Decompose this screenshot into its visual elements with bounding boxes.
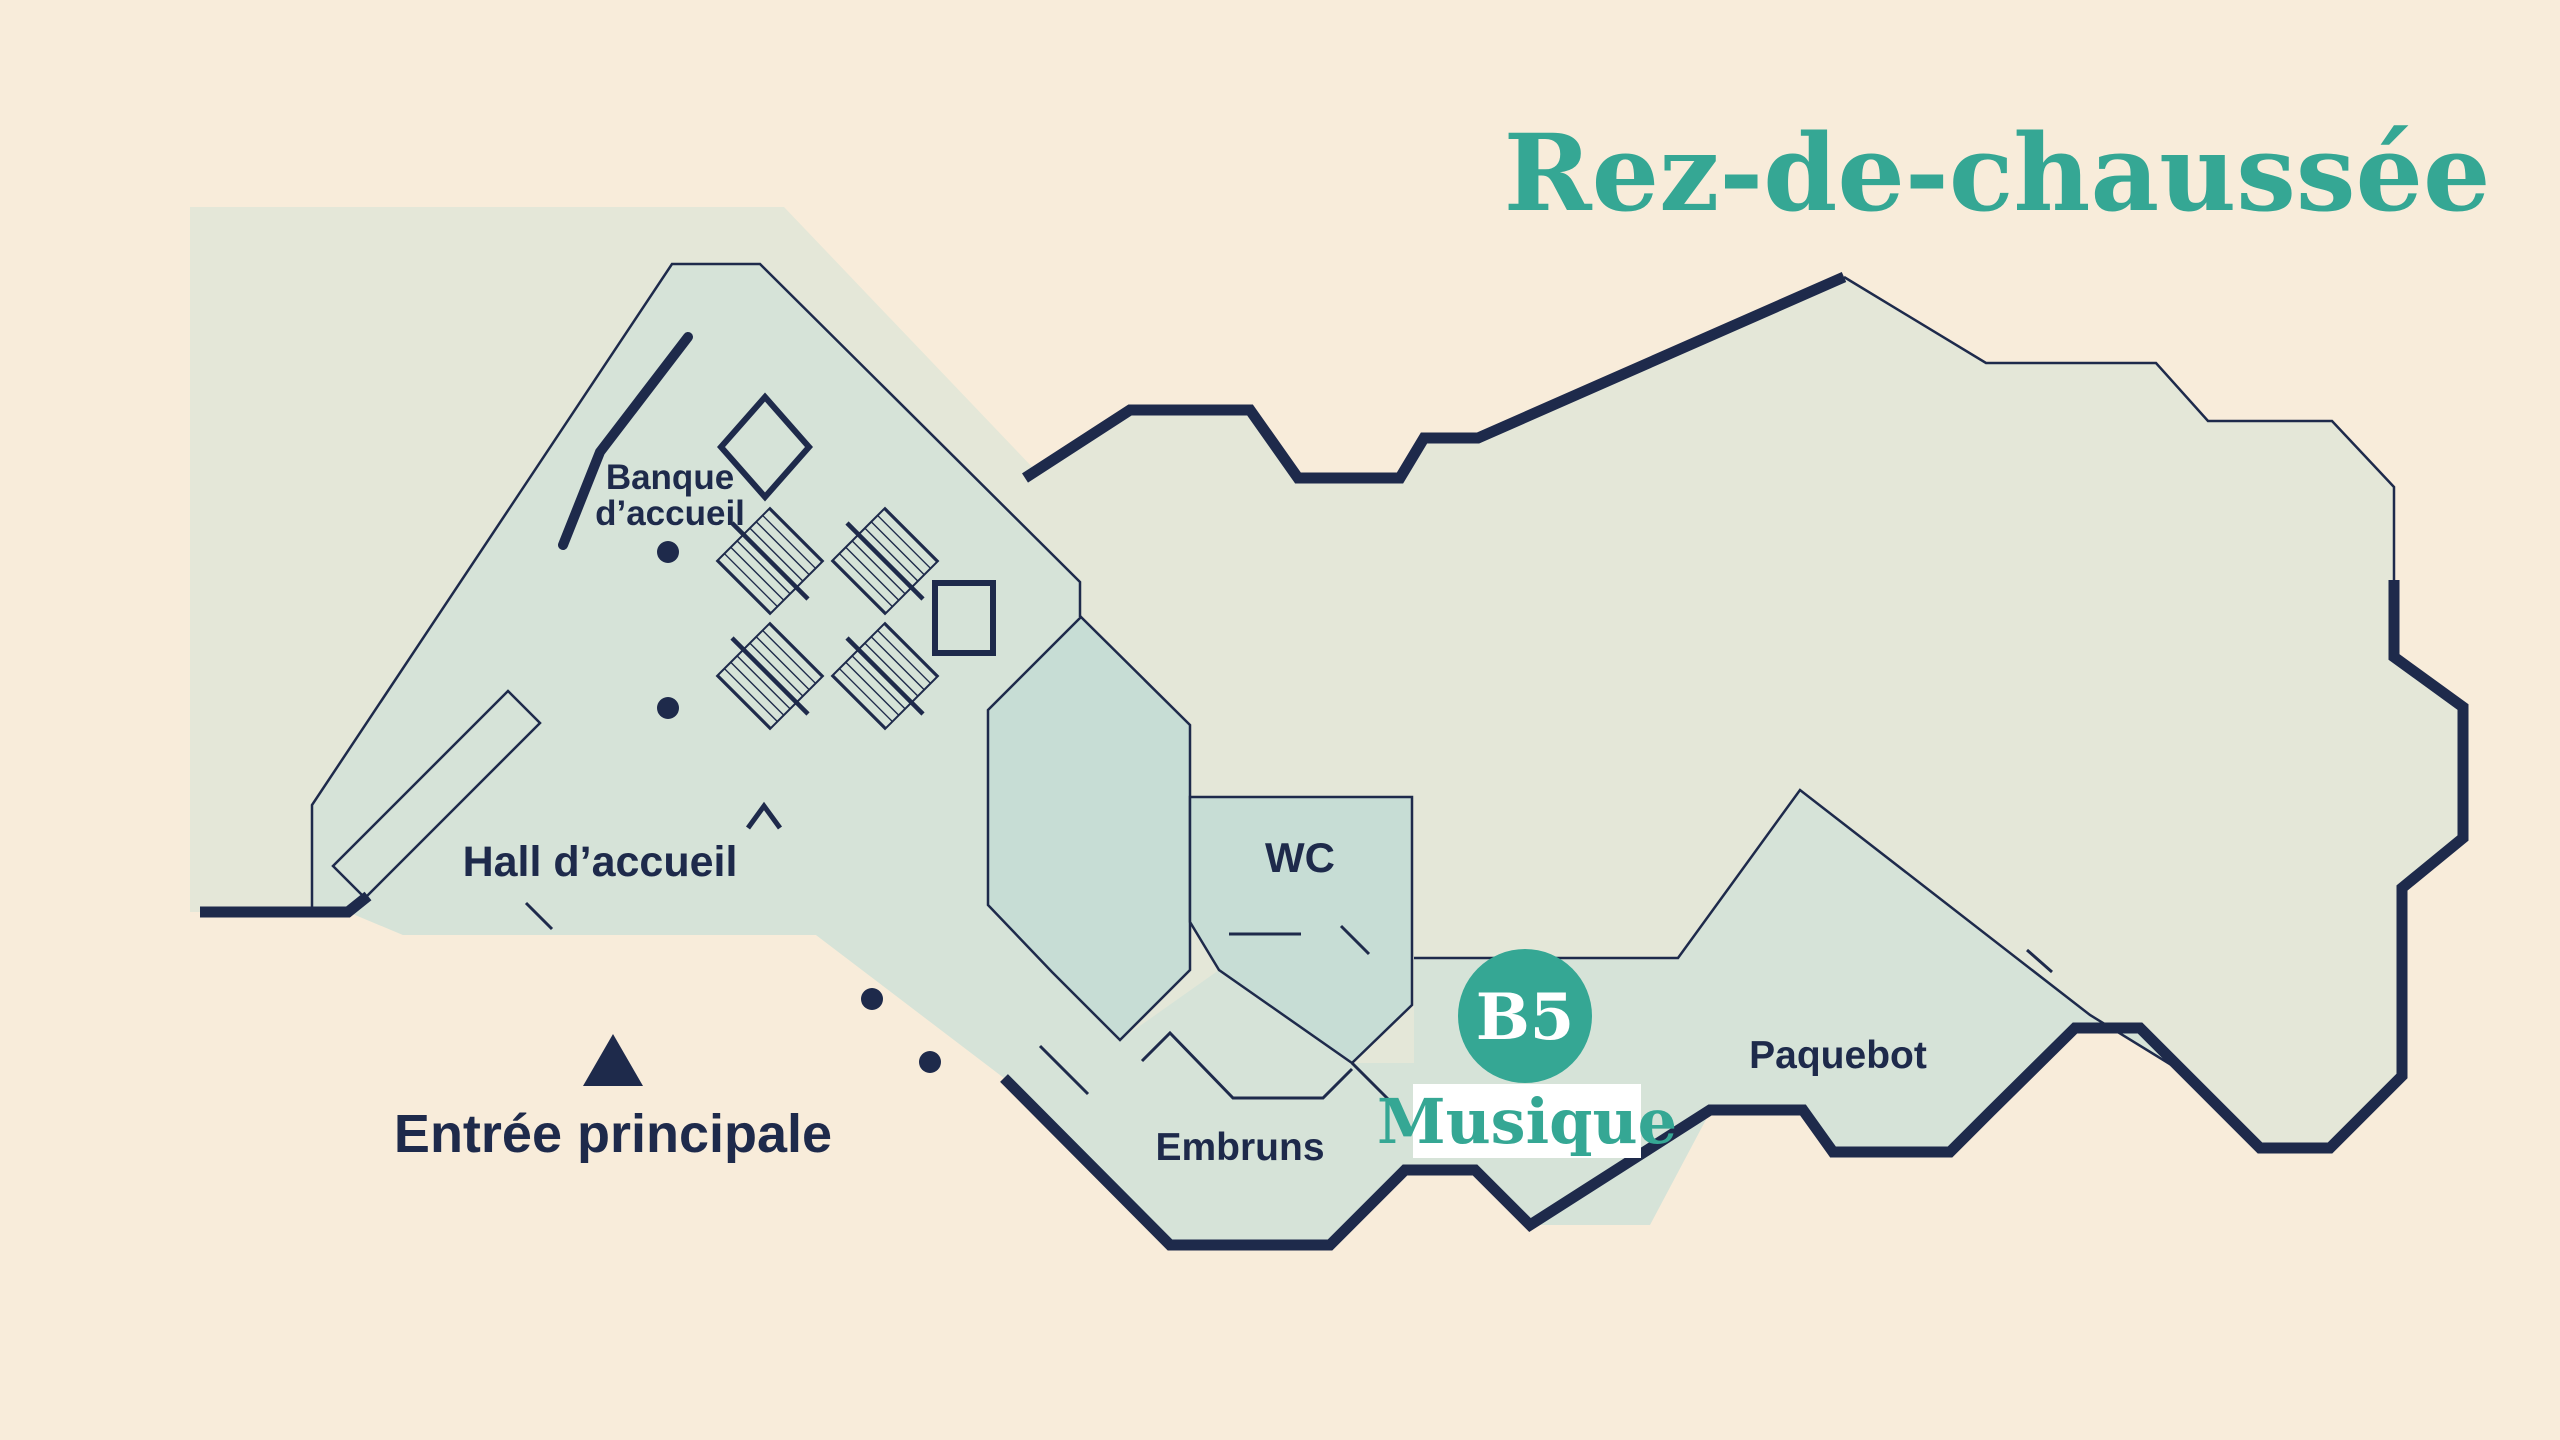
- stairwell-area: [986, 615, 1192, 1042]
- page-title: Rez-de-chaussée: [1504, 110, 2491, 235]
- paquebot-outline: [1414, 788, 2187, 1076]
- door-tick-corridor: [1038, 1044, 1090, 1096]
- door-tick-hall-south: [524, 901, 554, 931]
- wall-north: [1022, 271, 1847, 484]
- door-tick-musique: [1350, 1061, 1394, 1105]
- hall-label: Hall d’accueil: [463, 838, 738, 886]
- diamond-table: [717, 392, 813, 502]
- embruns-label: Embruns: [1155, 1126, 1324, 1169]
- wall-northeast: [1843, 275, 2396, 580]
- entrance-label: Entrée principale: [394, 1104, 832, 1164]
- wc-label: WC: [1265, 834, 1335, 881]
- banque-label-line2: d’accueil: [595, 494, 745, 533]
- embruns-boundary: [1140, 1030, 1354, 1100]
- musique-label-bg: [1413, 1084, 1641, 1158]
- wall-south: [1000, 580, 2469, 1251]
- hall-corridor-area: [312, 264, 2186, 1245]
- musique-label: Musique: [1377, 1085, 1677, 1158]
- paquebot-label: Paquebot: [1749, 1034, 1927, 1077]
- path-dot: [657, 541, 679, 563]
- banque-label-line1: Banque: [606, 458, 734, 497]
- reception-desk: [558, 332, 693, 550]
- door-tick-paquebot: [2026, 948, 2053, 974]
- wall-southwest: [200, 891, 372, 918]
- square-kiosk: [932, 580, 996, 656]
- path-dot: [919, 1051, 941, 1073]
- door-tick-wc-east: [1339, 924, 1371, 956]
- b5-badge-label: B5: [1476, 980, 1575, 1055]
- highlight-group: B5 Musique: [1377, 949, 1677, 1158]
- hall-chevron-icon: [745, 801, 783, 830]
- entrance-triangle-icon: [583, 1034, 643, 1086]
- entry-ramp: [331, 689, 542, 900]
- b5-badge: [1458, 949, 1592, 1083]
- path-dot: [861, 988, 883, 1010]
- hall-outline: [310, 262, 1082, 912]
- path-dot: [657, 697, 679, 719]
